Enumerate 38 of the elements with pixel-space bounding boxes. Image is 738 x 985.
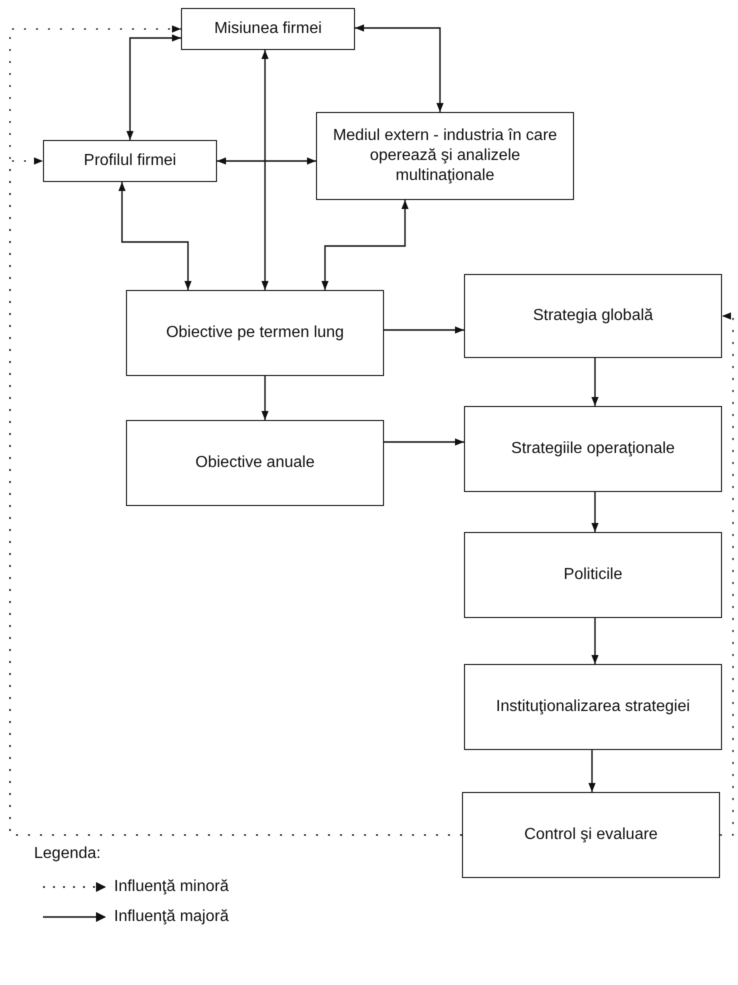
box-label: Politicile xyxy=(564,565,622,585)
box-label: Obiective pe termen lung xyxy=(166,323,344,343)
legend-text: Influenţă minoră xyxy=(114,878,229,896)
arrow xyxy=(355,24,444,112)
process-box xyxy=(126,420,384,506)
box-label: Instituţionalizarea strategiei xyxy=(496,697,690,717)
arrow xyxy=(217,157,316,165)
arrow xyxy=(118,182,192,290)
box-label: Strategiile operaţionale xyxy=(511,439,675,459)
arrow xyxy=(384,438,464,446)
box-label: Profilul firmei xyxy=(84,151,176,171)
process-box xyxy=(316,112,574,200)
box-label: Mediul extern - industria în care operează şi analizele multinaţionale xyxy=(332,126,558,186)
arrow xyxy=(591,492,599,532)
arrow xyxy=(591,358,599,406)
process-box xyxy=(43,140,217,182)
dashed-arrow xyxy=(720,312,734,836)
process-box xyxy=(464,664,722,750)
process-box xyxy=(126,290,384,376)
arrow xyxy=(591,618,599,664)
legend-title: Legenda: xyxy=(34,845,101,863)
dashed-arrow xyxy=(9,157,462,836)
arrow xyxy=(588,750,596,792)
process-box xyxy=(464,274,722,358)
process-box xyxy=(464,406,722,492)
legend-text: Influenţă majoră xyxy=(114,908,229,926)
arrow xyxy=(261,50,269,290)
process-box xyxy=(464,532,722,618)
arrow xyxy=(126,34,181,140)
process-box xyxy=(462,792,720,878)
arrow xyxy=(384,326,464,334)
arrow xyxy=(321,200,409,290)
box-label: Strategia globală xyxy=(532,306,654,326)
box-label: Obiective anuale xyxy=(195,453,315,473)
process-box xyxy=(181,8,355,50)
arrow xyxy=(261,376,269,420)
box-label: Control şi evaluare xyxy=(524,825,658,845)
box-label: Misiunea firmei xyxy=(214,19,322,39)
